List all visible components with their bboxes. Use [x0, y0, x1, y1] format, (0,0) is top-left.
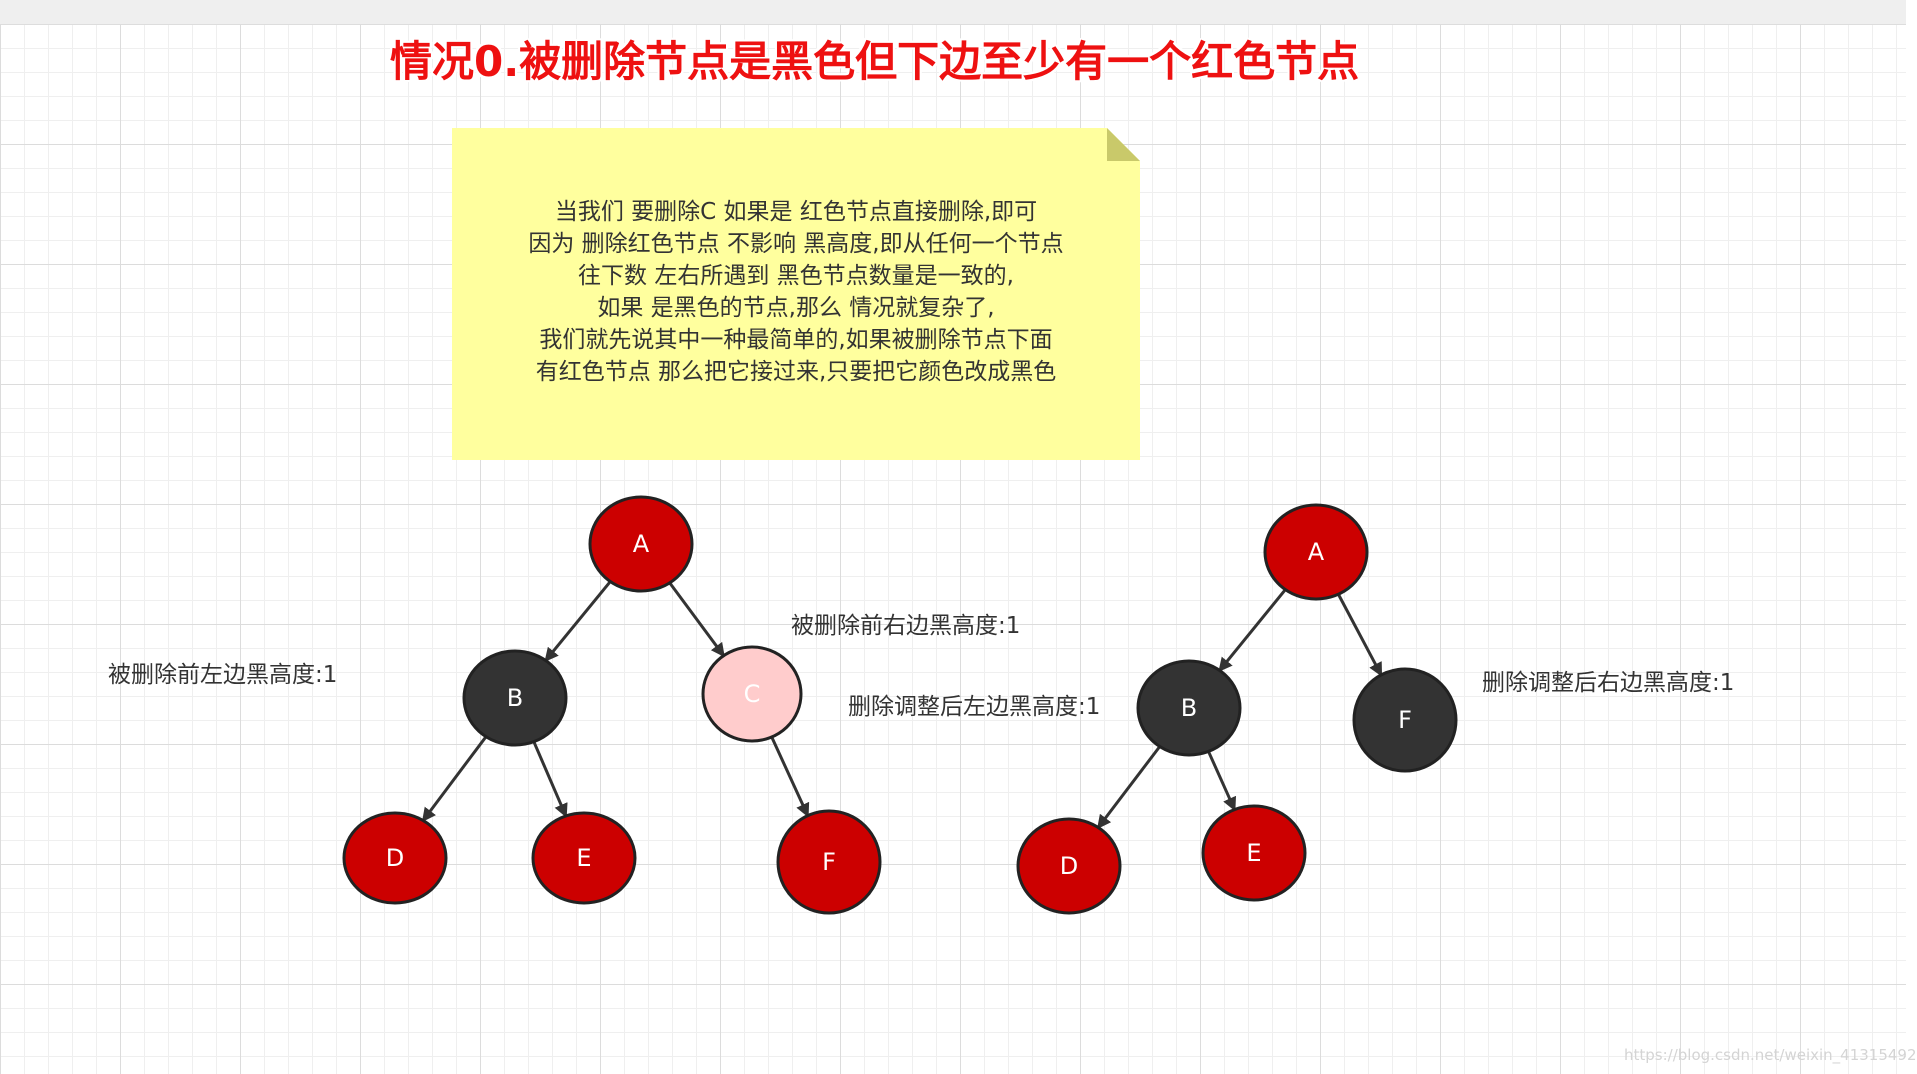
after-node-A-label: A: [1308, 538, 1325, 566]
before-edge-B-E: [532, 741, 568, 818]
before-node-C-label: C: [744, 680, 761, 708]
after-left-black-height-label: 删除调整后左边黑高度:1: [848, 694, 1101, 720]
sticky-note-text: 当我们 要删除C 如果是 红色节点直接删除,即可 因为 删除红色节点 不影响 黑…: [452, 196, 1140, 388]
after-node-F-label: F: [1398, 706, 1412, 734]
after-node-D-label: D: [1060, 852, 1078, 880]
before-node-D-label: D: [386, 844, 404, 872]
after-node-B-circle: [1136, 659, 1242, 757]
before-edge-B-D: [421, 735, 488, 823]
before-node-B[interactable]: B: [462, 649, 568, 747]
sticky-note: [452, 128, 1140, 460]
top-toolbar-strip: [0, 0, 1906, 25]
before-node-C[interactable]: C: [701, 645, 803, 743]
note-line: 有红色节点 那么把它接过来,只要把它颜色改成黑色: [535, 359, 1057, 385]
before-node-E[interactable]: E: [531, 811, 637, 905]
after-node-B[interactable]: B: [1136, 659, 1242, 757]
page-title: 情况0.被删除节点是黑色但下边至少有一个红色节点: [390, 37, 1360, 86]
before-right-black-height-label: 被删除前右边黑高度:1: [791, 613, 1021, 639]
after-node-B-label: B: [1181, 694, 1197, 722]
before-edge-A-C: [668, 581, 725, 658]
before-node-E-label: E: [576, 844, 591, 872]
before-node-A-label: A: [633, 530, 650, 558]
note-line: 我们就先说其中一种最简单的,如果被删除节点下面: [539, 327, 1053, 353]
before-node-A[interactable]: A: [588, 495, 694, 593]
after-edge-A-B: [1218, 588, 1287, 672]
note-line: 如果 是黑色的节点,那么 情况就复杂了,: [597, 295, 995, 321]
before-edge-A-B: [544, 580, 612, 663]
before-node-C-circle: [701, 645, 803, 743]
before-node-D-circle: [342, 811, 448, 905]
before-node-F-circle: [776, 809, 882, 915]
after-node-D[interactable]: D: [1016, 817, 1122, 915]
after-node-A[interactable]: A: [1263, 503, 1369, 601]
before-node-F-label: F: [822, 848, 836, 876]
before-node-D[interactable]: D: [342, 811, 448, 905]
before-edge-C-F: [770, 736, 810, 818]
after-node-E-label: E: [1246, 839, 1261, 867]
after-node-F-circle: [1352, 667, 1458, 773]
after-node-F[interactable]: F: [1352, 667, 1458, 773]
before-node-F[interactable]: F: [776, 809, 882, 915]
before-node-E-circle: [531, 811, 637, 905]
edges-layer: [421, 580, 1383, 830]
before-node-B-circle: [462, 649, 568, 747]
note-line: 往下数 左右所遇到 黑色节点数量是一致的,: [578, 263, 1014, 289]
before-node-A-circle: [588, 495, 694, 593]
after-node-D-circle: [1016, 817, 1122, 915]
watermark-text: https://blog.csdn.net/weixin_41315492: [1624, 1046, 1917, 1064]
nodes-layer: A B C D E F A B F D E: [342, 495, 1458, 915]
before-node-B-label: B: [507, 684, 523, 712]
note-line: 当我们 要删除C 如果是 红色节点直接删除,即可: [554, 199, 1038, 225]
after-edge-B-D: [1097, 745, 1161, 830]
after-node-A-circle: [1263, 503, 1369, 601]
after-node-E-circle: [1201, 804, 1307, 902]
after-edge-A-F: [1337, 593, 1383, 677]
note-line: 因为 删除红色节点 不影响 黑高度,即从任何一个节点: [528, 231, 1064, 257]
after-node-E[interactable]: E: [1201, 804, 1307, 902]
before-left-black-height-label: 被删除前左边黑高度:1: [108, 662, 338, 688]
after-edge-B-E: [1207, 750, 1237, 812]
after-right-black-height-label: 删除调整后右边黑高度:1: [1482, 670, 1735, 696]
